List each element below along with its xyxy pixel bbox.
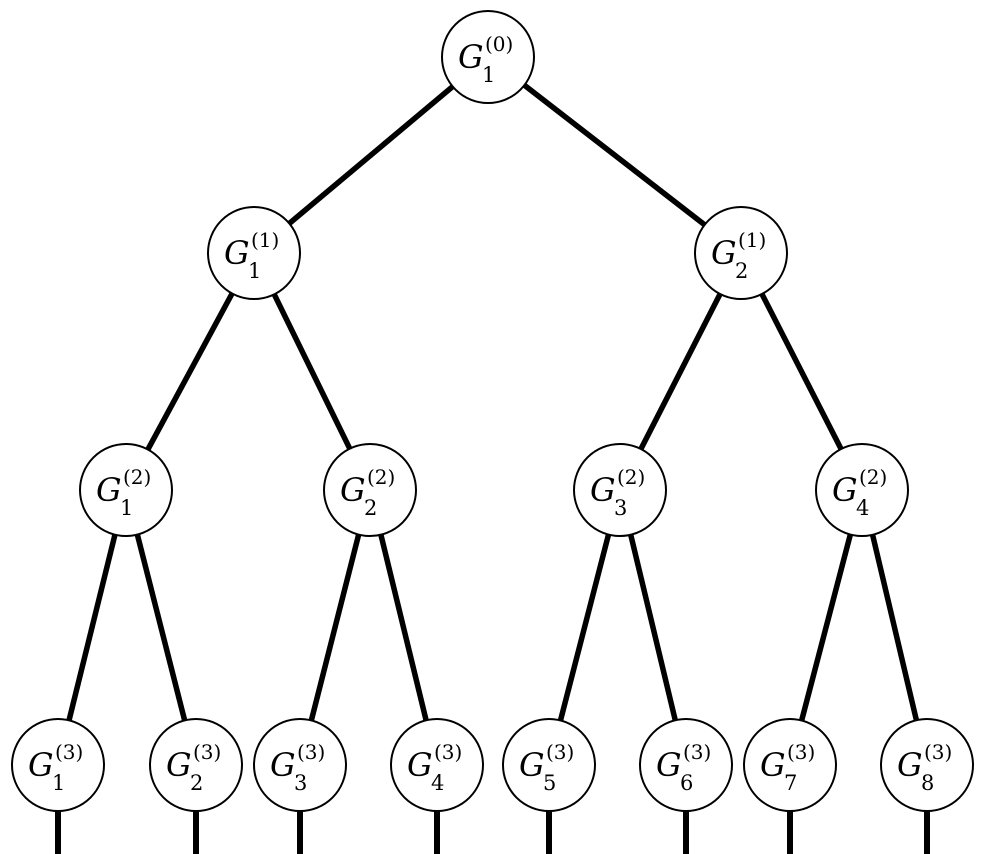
node-base-symbol: G [407,746,433,784]
node-3-4: G(3) 4 [390,718,484,812]
edge-2-3-to-3-5 [557,533,612,722]
node-base-symbol: G [458,38,484,76]
node-circle [441,10,535,104]
node-circle [502,718,596,812]
node-level-superscript: (2) [859,465,887,489]
node-level-superscript: (0) [485,32,513,56]
node-0-1: G(0) 1 [441,10,535,104]
node-base-symbol: G [270,746,296,784]
node-3-2: G(3) 2 [149,718,243,812]
edge-2-2-to-3-4 [378,534,429,721]
node-index-subscript: 3 [294,771,307,795]
node-circle [694,206,788,300]
node-index-subscript: 3 [614,496,627,520]
node-level-superscript: (3) [297,740,325,764]
edge-1-2-to-2-4 [759,292,844,451]
node-base-symbol: G [656,746,682,784]
node-level-superscript: (1) [251,228,279,252]
node-1-2: G(1) 2 [694,206,788,300]
node-base-symbol: G [832,471,858,509]
node-circle [79,443,173,537]
node-circle [149,718,243,812]
edge-2-1-to-3-1 [66,533,118,722]
node-level-superscript: (3) [683,740,711,764]
node-circle [573,443,667,537]
edge-1-2-to-2-3 [638,292,723,451]
node-3-7: G(3) 7 [743,718,837,812]
node-base-symbol: G [590,471,616,509]
node-index-subscript: 8 [921,771,934,795]
node-level-superscript: (3) [193,740,221,764]
node-circle [743,718,837,812]
node-index-subscript: 2 [190,771,203,795]
node-index-subscript: 2 [735,259,748,283]
node-index-subscript: 2 [364,496,377,520]
node-circle [390,718,484,812]
node-2-4: G(2) 4 [815,443,909,537]
node-3-3: G(3) 3 [253,718,347,812]
node-3-1: G(3) 1 [11,718,105,812]
node-level-superscript: (2) [123,465,151,489]
node-index-subscript: 7 [784,771,797,795]
node-base-symbol: G [28,746,54,784]
node-level-superscript: (2) [617,465,645,489]
node-base-symbol: G [760,746,786,784]
node-2-2: G(2) 2 [323,443,417,537]
node-index-subscript: 4 [431,771,444,795]
node-base-symbol: G [897,746,923,784]
node-level-superscript: (3) [434,740,462,764]
edge-0-1-to-1-1 [287,84,455,226]
node-circle [880,718,974,812]
node-base-symbol: G [711,234,737,272]
node-base-symbol: G [519,746,545,784]
node-level-superscript: (3) [546,740,574,764]
node-3-8: G(3) 8 [880,718,974,812]
node-base-symbol: G [96,471,122,509]
node-index-subscript: 4 [856,496,869,520]
edge-1-1-to-2-2 [271,293,353,450]
node-base-symbol: G [166,746,192,784]
node-1-1: G(1) 1 [207,206,301,300]
edge-1-1-to-2-1 [145,292,235,451]
node-2-3: G(2) 3 [573,443,667,537]
edge-2-4-to-3-8 [869,534,920,721]
edge-2-1-to-3-2 [134,533,188,722]
node-base-symbol: G [224,234,250,272]
node-level-superscript: (2) [367,465,395,489]
leaf-stubs [55,811,930,854]
node-base-symbol: G [340,471,366,509]
node-index-subscript: 5 [543,771,556,795]
tree-edges [66,82,920,722]
node-3-6: G(3) 6 [639,718,733,812]
node-circle [11,718,105,812]
node-circle [323,443,417,537]
edge-2-2-to-3-3 [308,533,362,722]
node-level-superscript: (3) [787,740,815,764]
node-index-subscript: 1 [482,63,495,87]
node-level-superscript: (3) [924,740,952,764]
node-index-subscript: 1 [120,496,133,520]
node-circle [253,718,347,812]
node-circle [815,443,909,537]
node-3-5: G(3) 5 [502,718,596,812]
node-index-subscript: 1 [248,259,261,283]
node-level-superscript: (1) [738,228,766,252]
edge-2-3-to-3-6 [628,534,678,721]
node-index-subscript: 6 [680,771,693,795]
edge-0-1-to-1-2 [522,82,707,228]
edge-2-4-to-3-7 [798,533,854,722]
node-circle [639,718,733,812]
node-level-superscript: (3) [55,740,83,764]
node-index-subscript: 1 [52,771,65,795]
node-circle [207,206,301,300]
node-2-1: G(2) 1 [79,443,173,537]
